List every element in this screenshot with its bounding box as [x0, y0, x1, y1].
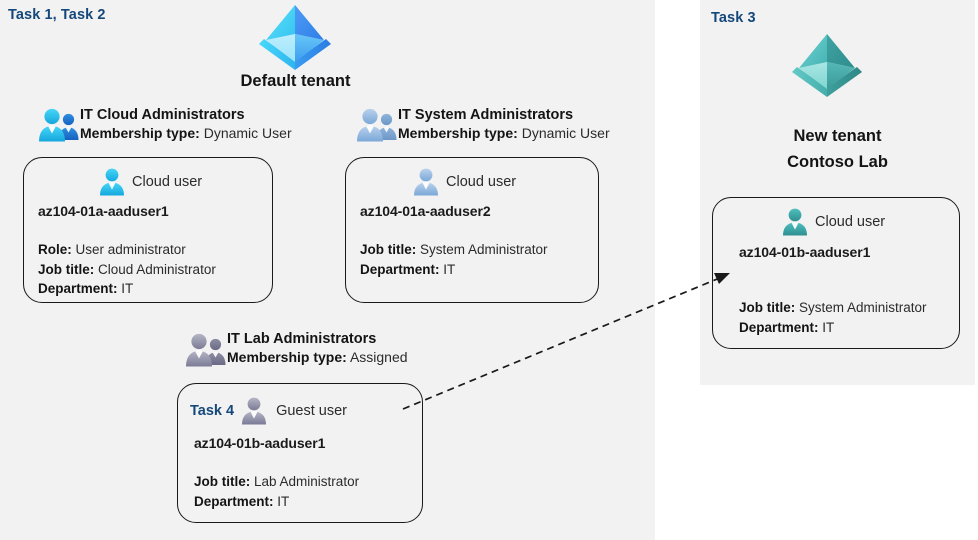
card-attributes: Job title: System Administrator Departme… [360, 240, 548, 279]
group-header-it-cloud-administrators: IT Cloud Administrators Membership type:… [80, 106, 292, 143]
attr-department-label: Department: [739, 319, 819, 335]
group-membership-it-system-administrators: Membership type: Dynamic User [398, 124, 610, 143]
attr-jobtitle-label: Job title: [739, 300, 796, 315]
attr-jobtitle-value: System Administrator [420, 242, 548, 257]
card-upn-aaduser1b-guest: az104-01b-aaduser1 [194, 435, 326, 451]
membership-type-value: Dynamic User [203, 125, 292, 141]
card-attributes: Job title: System Administrator Departme… [739, 298, 927, 337]
attr-department-value: IT [277, 493, 290, 509]
group-name-it-lab-administrators: IT Lab Administrators [227, 331, 377, 347]
membership-type-label: Membership type: [227, 349, 347, 365]
azure-ad-tenant-icon-default [258, 4, 332, 70]
group-name-it-cloud-administrators: IT Cloud Administrators [80, 107, 245, 123]
user-card-aaduser1b-cloud[interactable]: Cloud user az104-01b-aaduser1 Job title:… [712, 197, 960, 349]
attr-department-value: IT [121, 281, 134, 296]
attr-jobtitle-value: Cloud Administrator [98, 261, 216, 277]
guest-user-icon [242, 397, 267, 425]
cloud-user-icon [783, 208, 807, 236]
group-membership-it-cloud-administrators: Membership type: Dynamic User [80, 124, 292, 143]
attr-jobtitle-label: Job title: [38, 261, 95, 277]
task-label-left: Task 1, Task 2 [8, 7, 106, 23]
attr-jobtitle-value: Lab Administrator [254, 474, 360, 489]
attr-department: Department: IT [38, 279, 216, 299]
attr-jobtitle-label: Job title: [360, 242, 417, 257]
attr-department: Department: IT [194, 492, 359, 512]
membership-type-label: Membership type: [398, 125, 518, 141]
attr-jobtitle: Job title: System Administrator [739, 298, 927, 318]
attr-role-label: Role: [38, 242, 72, 257]
attr-jobtitle: Job title: System Administrator [360, 240, 548, 260]
card-user-type-row: Cloud user [781, 207, 885, 236]
attr-department: Department: IT [739, 318, 927, 338]
card-upn-aaduser1: az104-01a-aaduser1 [38, 203, 169, 219]
new-tenant-title-line2: Contoso Lab [787, 153, 888, 171]
group-header-it-system-administrators: IT System Administrators Membership type… [398, 106, 610, 143]
card-user-type-label: Guest user [276, 402, 347, 419]
default-tenant-panel [0, 0, 655, 540]
membership-type-label: Membership type: [80, 125, 200, 141]
attr-role: Role: User administrator [38, 240, 216, 260]
attr-department: Department: IT [360, 260, 548, 280]
card-upn-aaduser2: az104-01a-aaduser2 [360, 203, 491, 219]
user-card-aaduser1-cloud[interactable]: Cloud user az104-01a-aaduser1 Role: User… [23, 157, 273, 303]
card-user-type-label: Cloud user [132, 173, 203, 190]
attr-jobtitle-label: Job title: [194, 474, 251, 489]
group-membership-it-lab-administrators: Membership type: Assigned [227, 348, 408, 367]
group-header-it-lab-administrators: IT Lab Administrators Membership type: A… [227, 330, 408, 367]
attr-department-value: IT [443, 261, 456, 277]
card-user-type-label: Cloud user [446, 173, 517, 190]
card-user-type-label: Cloud user [815, 213, 886, 230]
default-tenant-title: Default tenant [240, 72, 351, 90]
attr-jobtitle: Job title: Cloud Administrator [38, 260, 216, 280]
membership-type-value: Assigned [349, 349, 408, 365]
group-users-icon-it-system-administrators [356, 106, 398, 144]
attr-jobtitle: Job title: Lab Administrator [194, 472, 359, 492]
card-user-type-row: Cloud user [98, 167, 202, 196]
card-attributes: Job title: Lab Administrator Department:… [194, 472, 359, 511]
cloud-user-icon [414, 168, 438, 196]
group-users-icon-it-cloud-administrators [38, 106, 80, 144]
new-tenant-title-line1: New tenant [793, 127, 882, 145]
card-attributes: Role: User administrator Job title: Clou… [38, 240, 216, 299]
attr-department-label: Department: [360, 261, 440, 277]
membership-type-value: Dynamic User [521, 125, 610, 141]
attr-department-label: Department: [194, 493, 274, 509]
attr-department-label: Department: [38, 281, 118, 296]
group-name-it-system-administrators: IT System Administrators [398, 107, 574, 123]
card-upn-aaduser1b-cloud: az104-01b-aaduser1 [739, 244, 871, 260]
cloud-user-icon [100, 168, 124, 196]
card-user-type-row: Task 4 Guest user [190, 396, 347, 425]
attr-role-value: User administrator [75, 242, 186, 257]
task-label-right: Task 3 [711, 10, 756, 26]
card-user-type-row: Cloud user [412, 167, 516, 196]
attr-department-value: IT [822, 319, 835, 335]
attr-jobtitle-value: System Administrator [799, 300, 927, 315]
user-card-aaduser1b-guest[interactable]: Task 4 Guest user az104-01b-aaduser1 Job… [177, 383, 423, 523]
group-users-icon-it-lab-administrators [185, 331, 227, 369]
azure-ad-tenant-icon-new [791, 33, 863, 97]
user-card-aaduser2-cloud[interactable]: Cloud user az104-01a-aaduser2 Job title:… [345, 157, 599, 303]
card-task-label-task4: Task 4 [190, 402, 235, 419]
